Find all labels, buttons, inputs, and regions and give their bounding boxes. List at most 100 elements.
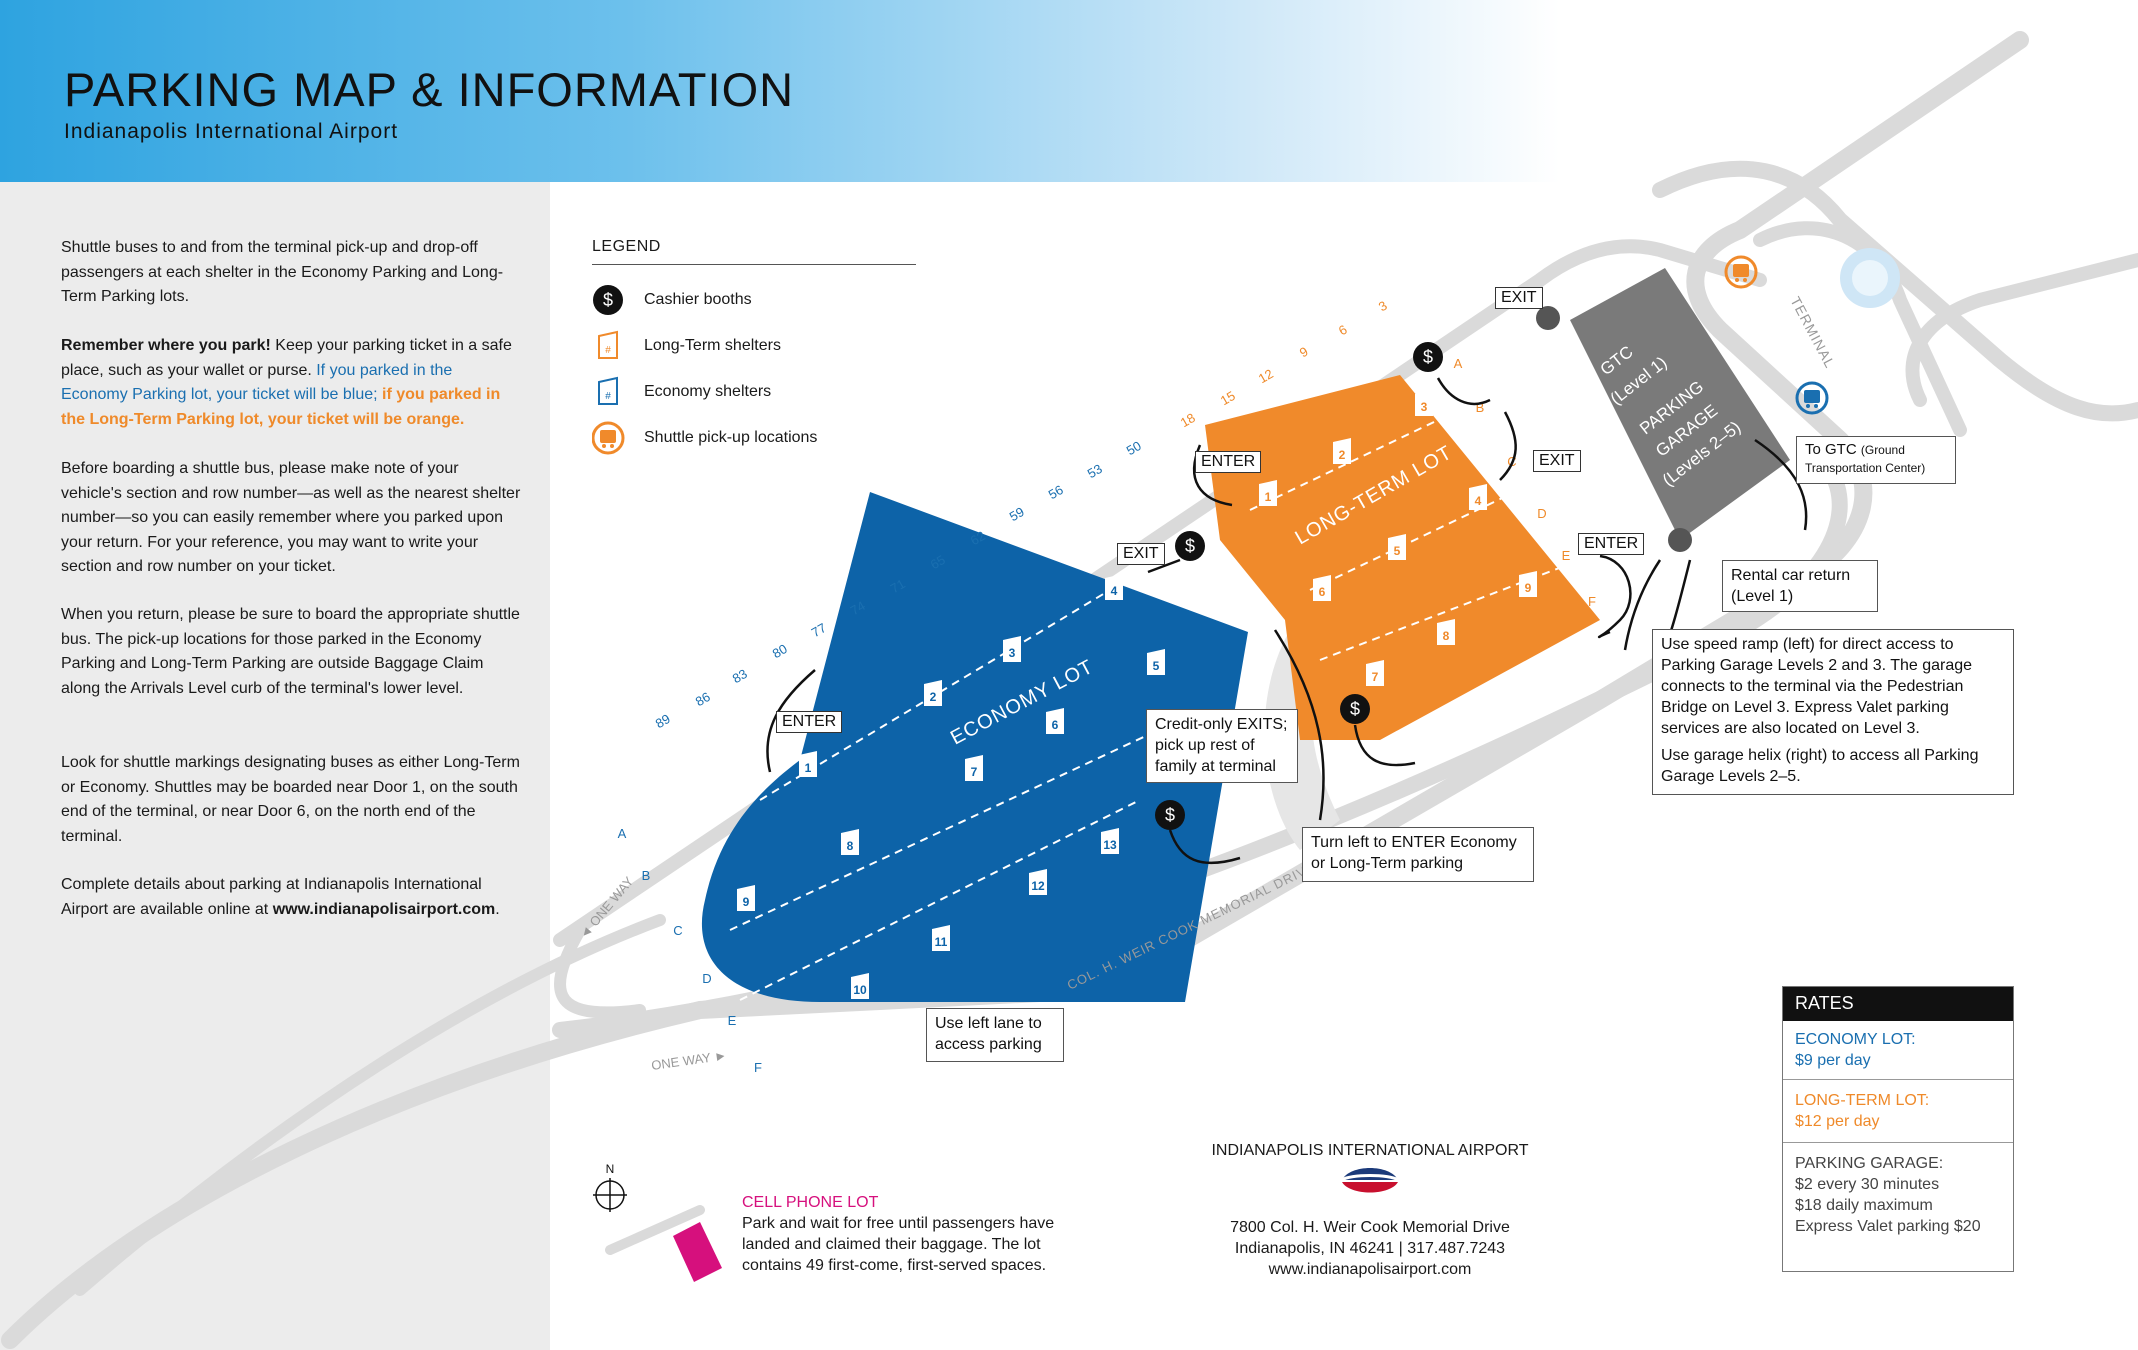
longterm-shelter-icon: 7 xyxy=(1366,660,1384,686)
rates-garage: PARKING GARAGE:$2 every 30 minutes$18 da… xyxy=(1783,1143,2013,1245)
airport-name: INDIANAPOLIS INTERNATIONAL AIRPORT xyxy=(1211,1142,1529,1159)
info-paragraph-markings: Look for shuttle markings designating bu… xyxy=(61,754,520,845)
airport-website[interactable]: www.indianapolisairport.com xyxy=(1268,1261,1472,1278)
info-details-end: . xyxy=(495,900,500,918)
arrow-exit-south xyxy=(1168,829,1241,865)
arrow-exit-north xyxy=(1436,377,1491,406)
economy-shelter-icon-number: 6 xyxy=(1052,718,1059,732)
economy-row-number: 80 xyxy=(770,641,790,661)
economy-row-number: 53 xyxy=(1085,461,1105,481)
economy-lot-rows xyxy=(729,559,1181,1001)
callout-speed-ramp: Use speed ramp (left) for direct access … xyxy=(1652,629,2014,795)
economy-row-number: 77 xyxy=(809,620,829,640)
info-remember: Remember where you park! xyxy=(61,337,271,354)
garage-helix xyxy=(1668,528,1692,552)
longterm-shelter-icon: 6 xyxy=(1313,575,1331,601)
economy-section-letter: D xyxy=(702,971,711,986)
header-banner: PARKING MAP & INFORMATION Indianapolis I… xyxy=(0,0,1560,182)
parking-garage xyxy=(1570,268,1790,540)
longterm-shelter-icon-number: 9 xyxy=(1525,581,1532,595)
road-southwest xyxy=(74,914,666,1296)
info-details-text: Complete details about parking at Indian… xyxy=(61,876,482,918)
economy-shelter-icon: 7 xyxy=(965,755,983,781)
economy-row-number: 50 xyxy=(1124,438,1144,458)
arrow-exit-economy xyxy=(1147,558,1181,574)
one-way-label-south: ONE WAY ► xyxy=(650,1048,728,1073)
cell-phone-lot-text: Park and wait for free until passengers … xyxy=(742,1215,1055,1274)
rates-economy: ECONOMY LOT: $9 per day xyxy=(1783,1021,2013,1080)
rates-economy-price: $9 per day xyxy=(1795,1052,1871,1069)
rates-garage-label: PARKING GARAGE: xyxy=(1795,1155,1944,1172)
longterm-shelter-icon: 5 xyxy=(1388,534,1406,560)
economy-shelter-icon: 3 xyxy=(1003,636,1021,662)
longterm-shelter-icon: 4 xyxy=(1469,484,1487,510)
rates-garage-valet: Express Valet parking $20 xyxy=(1795,1218,1981,1235)
exit-tag-longterm: EXIT xyxy=(1533,450,1581,472)
svg-text:$: $ xyxy=(1165,805,1175,825)
legend-icons: $ # # xyxy=(592,285,625,455)
north-label: N xyxy=(606,1162,615,1176)
legend-item-longterm: Long-Term shelters xyxy=(644,337,781,354)
longterm-row-number: 6 xyxy=(1336,322,1350,339)
enter-tag-garage: ENTER xyxy=(1578,533,1645,555)
rates-garage-daily: $18 daily maximum xyxy=(1795,1197,1933,1214)
enter-tag-longterm: ENTER xyxy=(1195,451,1262,473)
legend: LEGEND $ # # Cashier booths Long-Term sh… xyxy=(592,238,916,455)
longterm-section-letter: A xyxy=(1454,356,1463,371)
economy-shelter-icon-number: 3 xyxy=(1009,646,1016,660)
economy-row-number: 59 xyxy=(1007,504,1027,524)
economy-shelter-icon-number: 12 xyxy=(1031,879,1045,893)
svg-text:$: $ xyxy=(603,290,613,310)
economy-shelter-icon: # xyxy=(598,376,618,405)
callout-gtc-title: To GTC xyxy=(1805,441,1857,458)
longterm-shelter-icon-number: 8 xyxy=(1443,629,1450,643)
economy-row-number: 56 xyxy=(1046,482,1066,502)
airport-address-2: Indianapolis, IN 46241 | 317.487.7243 xyxy=(1234,1240,1506,1257)
svg-text:$: $ xyxy=(1423,347,1433,367)
shuttle-icon xyxy=(1724,255,1758,289)
economy-row-number: 86 xyxy=(693,689,713,709)
economy-section-letter: A xyxy=(618,826,627,841)
longterm-shelter-icon: 1 xyxy=(1259,480,1277,506)
legend-item-shuttle: Shuttle pick-up locations xyxy=(644,429,818,446)
info-panel: Shuttle buses to and from the terminal p… xyxy=(0,182,550,1350)
economy-shelter-icon-number: 8 xyxy=(847,839,854,853)
economy-section-letter: C xyxy=(673,923,682,938)
garage-speed-ramp xyxy=(1536,306,1560,330)
longterm-shelter-icon-number: 4 xyxy=(1475,494,1482,508)
economy-lot-area xyxy=(701,492,1248,1002)
longterm-section-letter: E xyxy=(1562,548,1571,563)
arrow-enter-economy xyxy=(766,669,816,773)
arrow-garage-ramp xyxy=(1623,559,1662,651)
economy-section-letter: E xyxy=(728,1013,737,1028)
rates-box: RATES ECONOMY LOT:$9 per day LONG-TERM L… xyxy=(1782,986,2014,1272)
svg-text:$: $ xyxy=(1185,536,1195,556)
info-paragraph-shuttles: Shuttle buses to and from the terminal p… xyxy=(61,239,504,305)
economy-shelter-icon: 4 xyxy=(1105,574,1123,600)
longterm-shelter-icon-number: 5 xyxy=(1394,544,1401,558)
road-terminal-loop xyxy=(1652,160,2138,422)
economy-shelter-icon: 1 xyxy=(799,751,817,777)
cell-phone-lot-area xyxy=(673,1222,722,1282)
info-website-link[interactable]: www.indianapolisairport.com xyxy=(272,900,496,918)
economy-shelter-icon-number: 4 xyxy=(1111,584,1118,598)
shuttle-icon xyxy=(1795,381,1829,415)
economy-section-letter: B xyxy=(642,868,651,883)
cashier-booth-dollar-icon: $ xyxy=(1340,694,1370,724)
callout-speed-ramp-text: Use speed ramp (left) for direct access … xyxy=(1661,636,1973,737)
shuttle-icon xyxy=(592,421,625,455)
economy-shelter-icon: 6 xyxy=(1046,708,1064,734)
rates-longterm: LONG-TERM LOT:$12 per day xyxy=(1783,1080,2013,1143)
info-paragraph-return: When you return, please be sure to board… xyxy=(61,606,520,697)
arrow-exit-longterm xyxy=(1353,724,1416,767)
longterm-shelter-icon: 3 xyxy=(1415,390,1433,416)
economy-shelter-icon: 10 xyxy=(851,973,869,999)
longterm-shelter-icon: # xyxy=(598,330,618,359)
economy-row-number: 71 xyxy=(888,576,908,596)
north-compass-icon: N xyxy=(593,1162,627,1212)
rates-economy-label: ECONOMY LOT: xyxy=(1795,1031,1916,1048)
economy-shelter-icon: 2 xyxy=(924,680,942,706)
cashier-booth-dollar-icon: $ xyxy=(1413,342,1443,372)
arrow-turn-left xyxy=(1273,629,1325,821)
